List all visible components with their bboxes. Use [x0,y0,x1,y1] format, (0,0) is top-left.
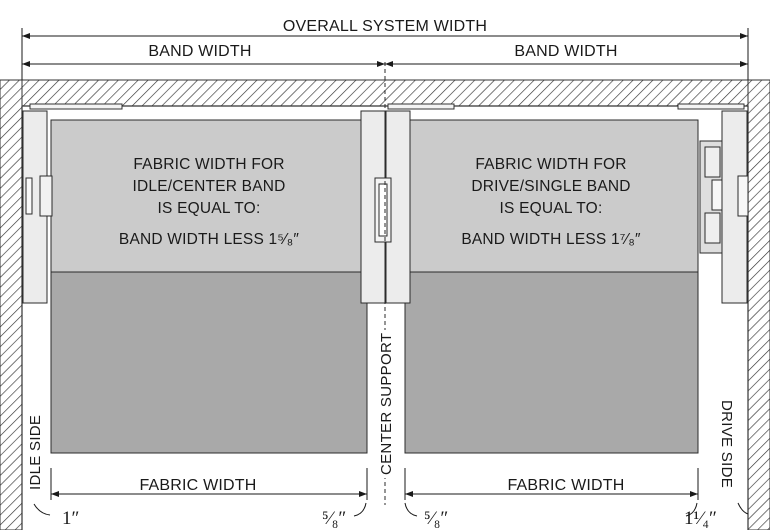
left-panel-line-1: FABRIC WIDTH FOR [133,156,284,173]
center-left-clearance: ⁵⁄₈″ [322,508,346,529]
right-panel-line-2: DRIVE/SINGLE BAND [471,178,630,195]
fabric-width-left-label: FABRIC WIDTH [139,477,256,494]
right-panel-text: FABRIC WIDTH FOR DRIVE/SINGLE BAND IS EQ… [461,156,641,248]
center-support-label: CENTER SUPPORT [378,333,395,475]
left-panel-line-3: IS EQUAL TO: [158,200,261,217]
overall-width-label: OVERALL SYSTEM WIDTH [283,18,487,35]
fabric-width-right-label: FABRIC WIDTH [507,477,624,494]
center-right-clearance: ⁵⁄₈″ [424,508,448,529]
band-width-dimensions: BAND WIDTH BAND WIDTH [22,43,748,67]
drive-clearance: 1¹⁄₄″ [684,508,717,529]
fabric-width-dimensions: FABRIC WIDTH FABRIC WIDTH [50,468,699,500]
fabric-panel-left [50,119,368,454]
idle-bracket [22,110,53,304]
band-width-left-label: BAND WIDTH [148,43,251,60]
fabric-panel-right [404,119,699,454]
clearance-callouts [33,502,749,517]
drive-side-label: DRIVE SIDE [718,400,735,488]
right-panel-less-label: BAND WIDTH LESS 1⁷⁄₈″ [461,231,641,248]
overall-width-dimension: OVERALL SYSTEM WIDTH [21,18,749,80]
right-panel-line-1: FABRIC WIDTH FOR [475,156,626,173]
band-width-right-label: BAND WIDTH [514,43,617,60]
mounting-plates [29,103,745,110]
left-panel-text: FABRIC WIDTH FOR IDLE/CENTER BAND IS EQU… [119,156,299,248]
drive-bracket [699,110,749,304]
idle-clearance: 1″ [62,508,79,529]
center-support [360,110,411,304]
left-panel-line-2: IDLE/CENTER BAND [132,178,285,195]
right-panel-line-3: IS EQUAL TO: [500,200,603,217]
idle-side-label: IDLE SIDE [27,415,44,490]
left-panel-less-label: BAND WIDTH LESS 1⁵⁄₈″ [119,231,299,248]
